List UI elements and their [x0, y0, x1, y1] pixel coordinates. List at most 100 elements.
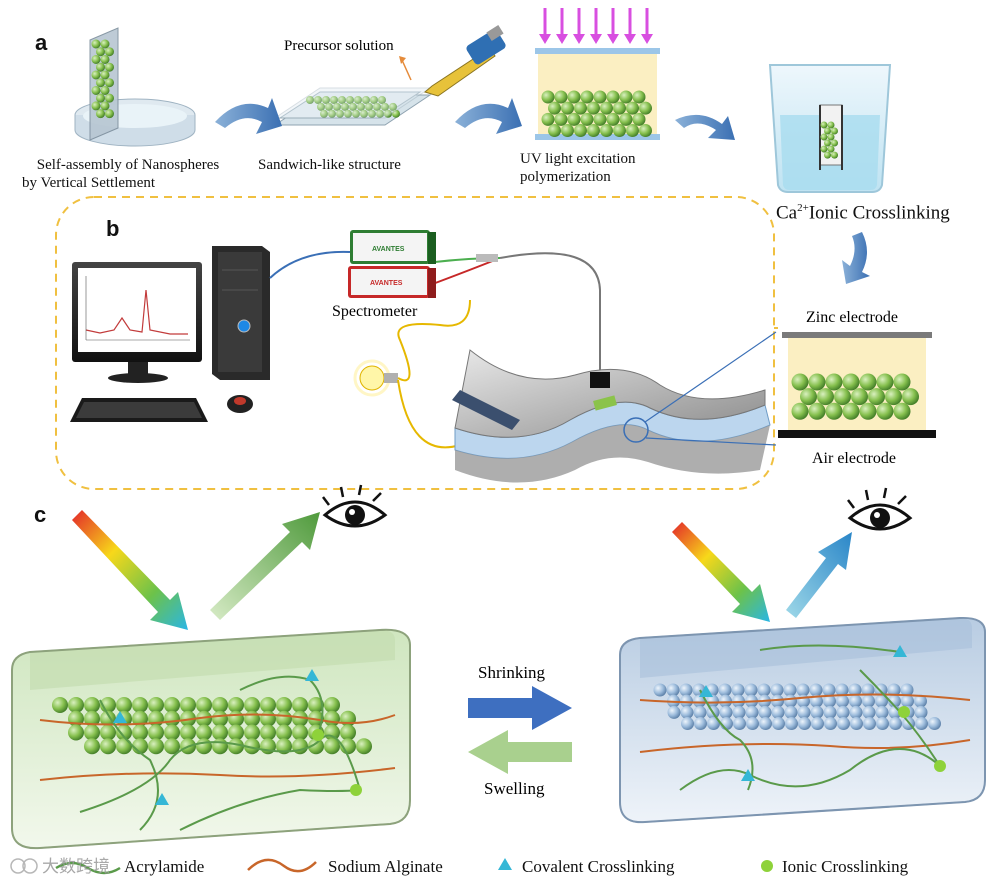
nanosphere	[554, 90, 568, 104]
nanosphere	[338, 96, 346, 104]
fiber-cable-red	[429, 259, 496, 286]
nanosphere	[626, 101, 639, 115]
nanosphere	[164, 710, 180, 727]
shrunk-hydrogel-box	[619, 616, 986, 824]
brand-label-top: AVANTES	[372, 246, 405, 253]
legend-alginate-label: Sodium Alginate	[328, 857, 443, 876]
uv-line-1: UV light excitation	[520, 151, 636, 167]
nanosphere	[330, 96, 338, 104]
nanosphere	[84, 738, 100, 755]
nanosphere	[276, 738, 292, 755]
nanosphere	[52, 697, 68, 713]
nanosphere	[693, 694, 706, 708]
nanosphere	[784, 694, 797, 708]
nanosphere	[276, 710, 292, 727]
nanosphere	[341, 102, 349, 111]
nanosphere	[875, 705, 889, 719]
nanosphere	[733, 717, 746, 731]
covalent-crosslink	[893, 645, 907, 657]
nanosphere	[105, 78, 114, 88]
nanosphere	[827, 145, 835, 153]
nanosphere	[850, 717, 863, 731]
nanosphere	[771, 705, 785, 719]
nanosphere	[797, 705, 811, 719]
nanosphere	[831, 139, 838, 147]
nanosphere	[900, 683, 914, 697]
nanosphere	[827, 121, 835, 129]
nanosphere	[893, 373, 911, 391]
nanosphere	[376, 109, 384, 118]
nanosphere	[196, 710, 212, 727]
nanosphere	[164, 738, 180, 755]
nanosphere	[600, 101, 613, 115]
nanosphere	[667, 705, 681, 719]
nanosphere	[849, 694, 862, 708]
reflected-light-arrow-left	[210, 512, 320, 620]
nanosphere	[196, 738, 212, 755]
nanosphere	[384, 109, 392, 118]
nanosphere	[771, 694, 784, 708]
legend-acrylamide-swatch	[55, 861, 121, 875]
nanosphere	[354, 96, 362, 104]
uv-polymerization-illustration	[535, 8, 660, 140]
nanosphere	[91, 70, 101, 80]
nanosphere	[320, 109, 328, 118]
nanosphere	[574, 101, 587, 115]
nanosphere	[116, 738, 132, 755]
nanosphere	[849, 705, 863, 719]
nanosphere	[567, 112, 581, 126]
keyboard-icon	[70, 398, 208, 422]
nanosphere	[96, 109, 105, 119]
nanosphere	[639, 101, 652, 115]
nanosphere	[600, 124, 613, 138]
nanosphere	[84, 724, 100, 741]
nanosphere	[344, 109, 352, 118]
covalent-crosslink	[113, 711, 127, 723]
nanosphere	[116, 724, 132, 741]
self-assembly-caption: Self-assembly of Nanospheres by Vertical…	[8, 156, 248, 192]
nanosphere	[148, 697, 164, 713]
nanosphere	[842, 402, 860, 420]
nanosphere	[820, 121, 828, 129]
self-assembly-line-2: by Vertical Settlement	[22, 175, 156, 191]
nanosphere	[148, 738, 164, 755]
nanosphere	[68, 697, 84, 713]
uv-arrow-head	[624, 34, 636, 44]
nanosphere	[718, 683, 732, 697]
nanosphere	[731, 683, 745, 697]
nanosphere	[100, 724, 116, 741]
nanosphere	[694, 717, 707, 731]
nanosphere	[863, 717, 876, 731]
nanosphere	[888, 694, 901, 708]
nanosphere	[105, 47, 114, 57]
acrylamide-chain	[759, 644, 901, 653]
nanosphere	[292, 738, 308, 755]
panel-label-a: a	[35, 30, 48, 55]
light-bulb-icon	[353, 299, 561, 449]
computer-tower-icon	[212, 246, 270, 380]
nanosphere	[784, 705, 798, 719]
nanosphere	[260, 697, 276, 713]
nanosphere	[244, 738, 260, 755]
flexible-battery-illustration	[452, 331, 777, 483]
spectrometer-device: AVANTES AVANTES	[348, 230, 436, 298]
nanosphere	[100, 101, 110, 111]
watermark-logo	[10, 858, 38, 874]
nanosphere	[798, 717, 811, 731]
legend-alginate-swatch	[247, 858, 317, 873]
nanosphere	[824, 127, 831, 135]
reflected-light-arrow-right	[786, 532, 852, 618]
nanosphere	[333, 102, 341, 111]
nanosphere	[91, 39, 101, 49]
nanosphere	[613, 101, 626, 115]
ionic-crosslink	[350, 784, 362, 796]
nanosphere	[626, 124, 639, 138]
nanosphere	[836, 694, 849, 708]
nanosphere	[91, 101, 101, 111]
watermark-text: 大数跨境	[42, 857, 110, 877]
nanosphere	[875, 694, 888, 708]
nanosphere	[292, 710, 308, 727]
nanosphere	[859, 373, 877, 391]
nanosphere	[349, 102, 357, 111]
nanosphere	[276, 724, 292, 741]
